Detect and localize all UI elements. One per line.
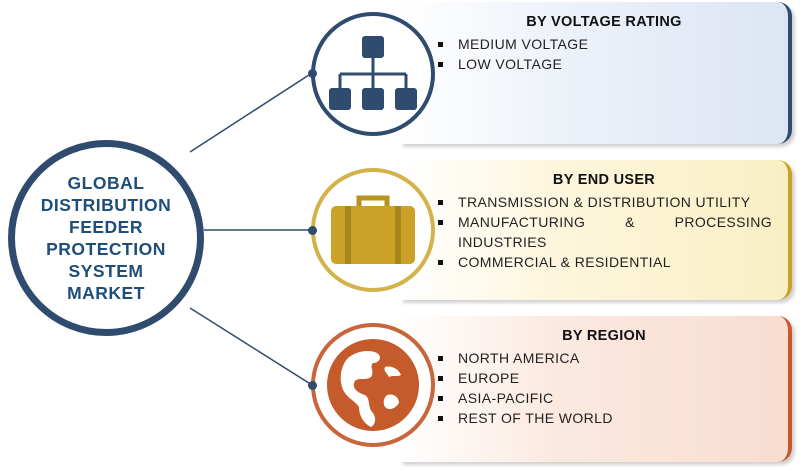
segment-heading: BY END USER	[552, 172, 656, 188]
hierarchy-icon	[329, 36, 417, 110]
list-item: COMMERCIAL & RESIDENTIAL	[436, 252, 772, 272]
hub-title-line: SYSTEM	[68, 261, 144, 281]
list-item: TRANSMISSION & DISTRIBUTION UTILITY	[436, 192, 772, 212]
region-icon-ring	[311, 323, 435, 447]
hub-title-line: MARKET	[67, 283, 145, 303]
list-item: EUROPE	[436, 368, 772, 388]
connector-dot	[308, 226, 317, 235]
segment-list: MEDIUM VOLTAGE LOW VOLTAGE	[436, 34, 772, 74]
list-item: MEDIUM VOLTAGE	[436, 34, 772, 54]
connector-dot	[308, 69, 317, 78]
market-hub: GLOBAL DISTRIBUTION FEEDER PROTECTION SY…	[8, 140, 204, 336]
hub-title-line: DISTRIBUTION	[40, 195, 172, 215]
list-item: LOW VOLTAGE	[436, 54, 772, 74]
hub-title-line: PROTECTION	[46, 239, 166, 259]
voltage-icon-ring	[311, 12, 435, 136]
segment-panel-region: BY REGION NORTH AMERICA EUROPE ASIA-PACI…	[400, 316, 792, 462]
list-item: MANUFACTURING & PROCESSING INDUSTRIES	[436, 212, 772, 252]
hub-title-line: FEEDER	[69, 217, 143, 237]
connector-dot	[308, 381, 317, 390]
segment-heading: BY REGION	[562, 328, 646, 344]
segment-heading: BY VOLTAGE RATING	[526, 14, 682, 30]
list-item: REST OF THE WORLD	[436, 408, 772, 428]
globe-icon	[327, 339, 419, 431]
hub-title-line: GLOBAL	[67, 173, 145, 193]
segment-panel-end-user: BY END USER TRANSMISSION & DISTRIBUTION …	[400, 160, 792, 300]
connector-region	[189, 307, 313, 386]
list-item: ASIA-PACIFIC	[436, 388, 772, 408]
segment-list: TRANSMISSION & DISTRIBUTION UTILITY MANU…	[436, 192, 772, 272]
briefcase-icon	[331, 195, 415, 264]
segment-panel-voltage-rating: BY VOLTAGE RATING MEDIUM VOLTAGE LOW VOL…	[400, 2, 792, 144]
end-user-icon-ring	[311, 168, 435, 292]
hub-title: GLOBAL DISTRIBUTION FEEDER PROTECTION SY…	[31, 172, 181, 304]
connector-voltage	[189, 72, 313, 153]
segment-list: NORTH AMERICA EUROPE ASIA-PACIFIC REST O…	[436, 348, 772, 428]
list-item: NORTH AMERICA	[436, 348, 772, 368]
